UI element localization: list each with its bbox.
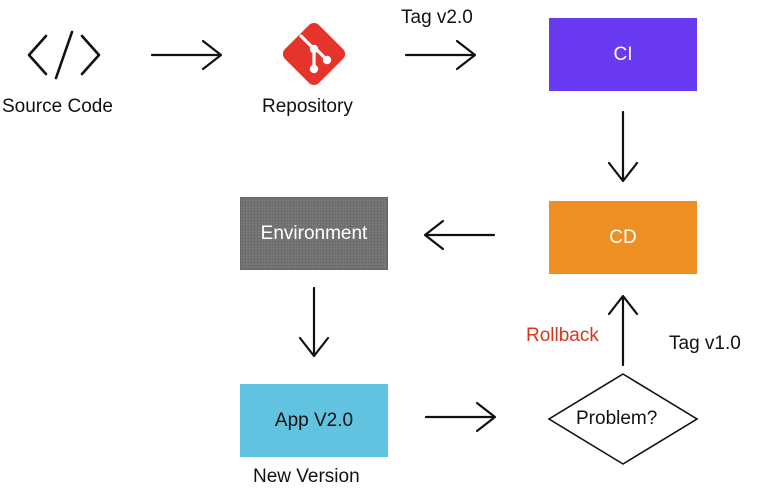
arrow-cd-to-environment bbox=[423, 219, 496, 251]
problem-label: Problem? bbox=[576, 408, 658, 429]
arrow-app-to-problem bbox=[424, 401, 497, 433]
repository-label: Repository bbox=[262, 96, 353, 117]
cd-box[interactable]: CD bbox=[549, 201, 697, 274]
environment-label: Environment bbox=[260, 222, 368, 244]
ci-label: CI bbox=[613, 43, 633, 65]
problem-diamond bbox=[547, 373, 699, 465]
edge-label-tag-v2: Tag v2.0 bbox=[401, 7, 473, 28]
git-icon bbox=[282, 22, 346, 86]
arrow-ci-to-cd bbox=[607, 110, 639, 183]
ci-box[interactable]: CI bbox=[549, 18, 697, 91]
arrow-environment-to-app bbox=[298, 286, 330, 358]
source-code-label: Source Code bbox=[2, 96, 113, 117]
arrow-problem-to-cd bbox=[607, 294, 639, 367]
code-brackets-icon bbox=[27, 30, 101, 80]
app-box[interactable]: App V2.0 bbox=[240, 384, 388, 457]
rollback-label: Rollback bbox=[526, 325, 599, 346]
arrow-source-to-repo bbox=[150, 39, 223, 71]
environment-box[interactable]: Environment bbox=[240, 197, 388, 270]
cd-label: CD bbox=[609, 226, 637, 248]
app-caption: New Version bbox=[253, 466, 360, 487]
app-label: App V2.0 bbox=[274, 409, 354, 431]
arrow-repo-to-ci bbox=[404, 39, 477, 71]
edge-label-tag-v1: Tag v1.0 bbox=[669, 333, 741, 354]
